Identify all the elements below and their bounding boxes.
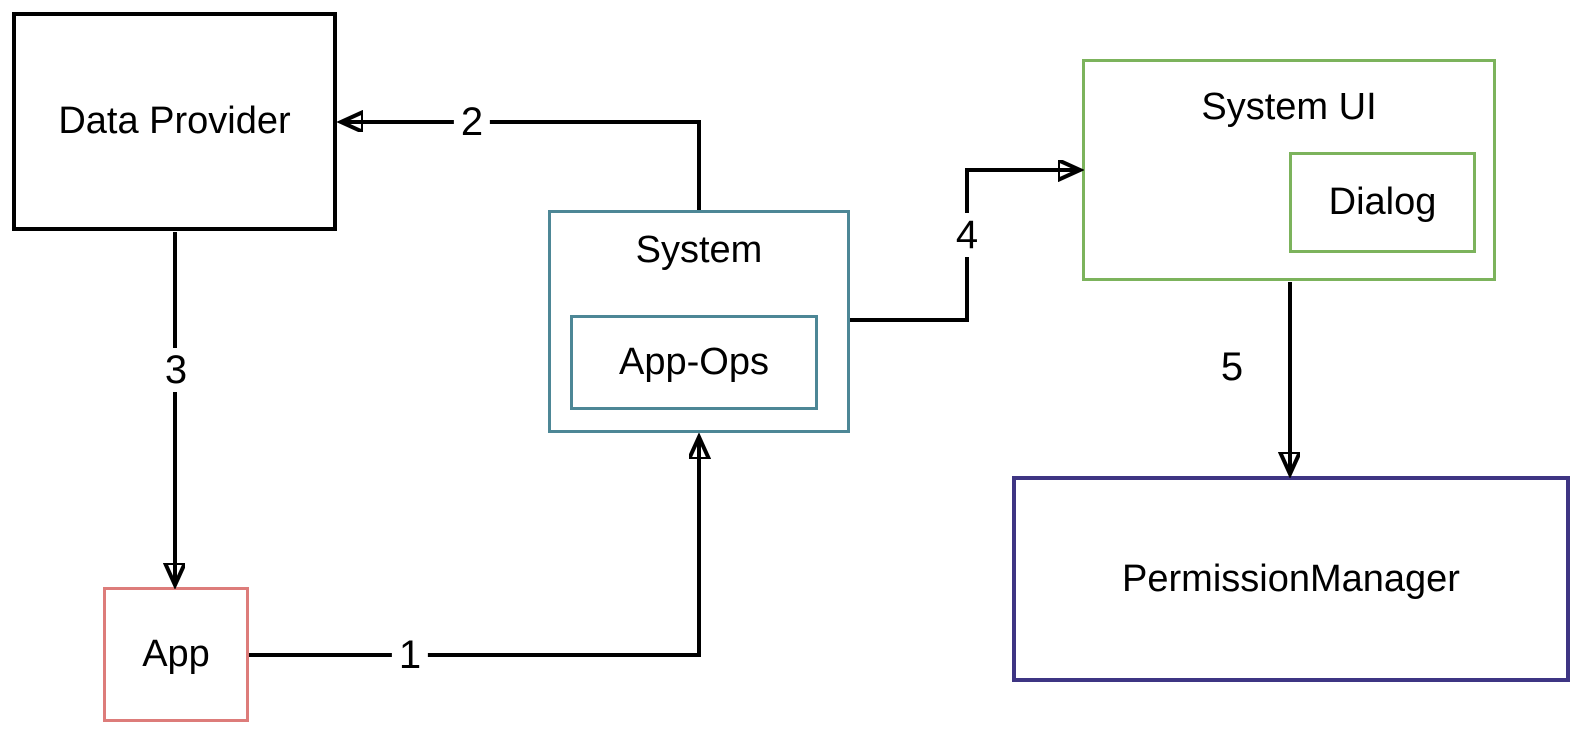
- node-dialog-label: Dialog: [1328, 181, 1437, 223]
- node-permission-manager: PermissionManager: [1012, 476, 1570, 682]
- node-data-provider-label: Data Provider: [58, 100, 291, 142]
- node-app-ops: App-Ops: [570, 315, 818, 410]
- edge-label-2: 2: [453, 100, 491, 144]
- node-system-label: System: [635, 229, 763, 271]
- node-data-provider: Data Provider: [12, 12, 337, 231]
- node-permission-manager-label: PermissionManager: [1122, 557, 1460, 600]
- edge-label-3: 3: [157, 348, 195, 392]
- node-app: App: [103, 587, 249, 722]
- node-dialog: Dialog: [1289, 152, 1476, 253]
- edge-label-5: 5: [1220, 345, 1244, 389]
- node-app-ops-label: App-Ops: [619, 341, 769, 383]
- edge-label-1: 1: [391, 633, 429, 677]
- arrow-app-to-system: [249, 437, 699, 657]
- arrow-system-to-data-provider: [341, 122, 701, 210]
- node-app-label: App: [142, 633, 210, 675]
- node-system-ui-label: System UI: [1201, 86, 1377, 128]
- edge-label-4: 4: [948, 213, 986, 257]
